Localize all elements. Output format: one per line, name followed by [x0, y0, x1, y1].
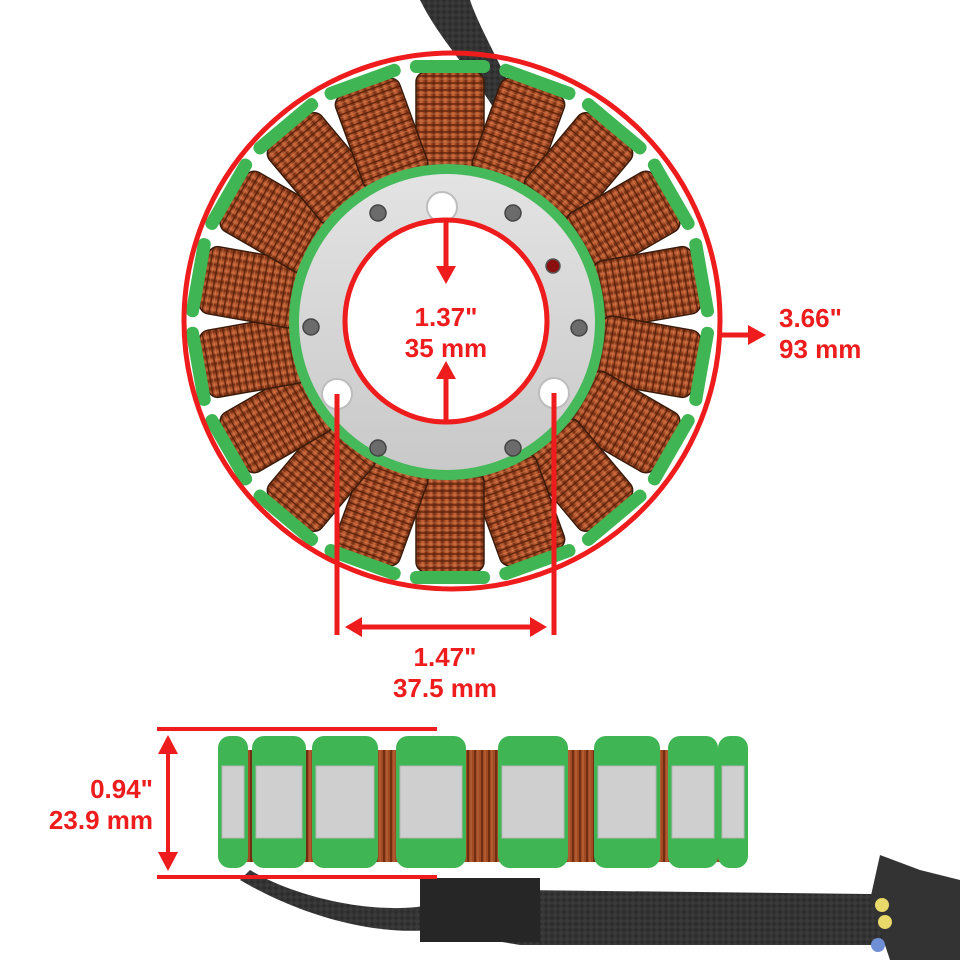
pole — [324, 63, 429, 191]
height-inches: 0.94" — [90, 774, 153, 804]
side-view — [218, 736, 960, 960]
side-pole-steel — [255, 765, 303, 839]
outer-diameter-inches: 3.66" — [779, 303, 842, 333]
red-marker-dot — [545, 258, 561, 274]
side-pole-steel — [399, 765, 463, 839]
pole — [592, 238, 715, 329]
side-pole-steel — [315, 765, 375, 839]
arrowheads-top — [345, 266, 766, 637]
hole-spacing-label: 1.47" 37.5 mm — [365, 642, 525, 704]
hole-spacing-mm: 37.5 mm — [392, 673, 498, 703]
side-pole-steel — [671, 765, 715, 839]
stator-poles — [185, 60, 715, 584]
harness-sleeve — [420, 878, 540, 942]
wire-harness-side — [240, 870, 960, 945]
outer-diameter-label: 3.66" 93 mm — [779, 303, 861, 365]
top-view — [185, 0, 715, 584]
screws — [302, 204, 588, 457]
height-mm: 23.9 mm — [48, 805, 153, 835]
annotations-side — [157, 727, 437, 879]
inner-diameter-inches: 1.37" — [414, 302, 478, 332]
pole — [410, 60, 490, 173]
center-bore — [346, 221, 548, 423]
height-label: 0.94" 23.9 mm — [20, 774, 153, 836]
side-pole-steel — [501, 765, 565, 839]
side-pole-steel — [597, 765, 657, 839]
side-pole-steel — [221, 765, 245, 839]
inner-diameter-label: 1.37" 35 mm — [380, 302, 512, 364]
side-pole-steel — [721, 765, 745, 839]
hole-spacing-inches: 1.47" — [413, 642, 477, 672]
side-poles — [218, 736, 748, 868]
connector-plug — [870, 855, 960, 960]
outer-diameter-circle — [181, 50, 723, 592]
mounting-hole-top — [426, 191, 458, 223]
pole — [185, 238, 308, 329]
pole — [592, 315, 715, 406]
annotations-top — [181, 50, 752, 635]
inner-diameter-circle — [342, 217, 550, 425]
outer-diameter-mm: 93 mm — [779, 334, 862, 364]
arrowheads-side — [158, 735, 178, 871]
pole — [185, 315, 308, 406]
inner-diameter-mm: 35 mm — [404, 333, 488, 363]
